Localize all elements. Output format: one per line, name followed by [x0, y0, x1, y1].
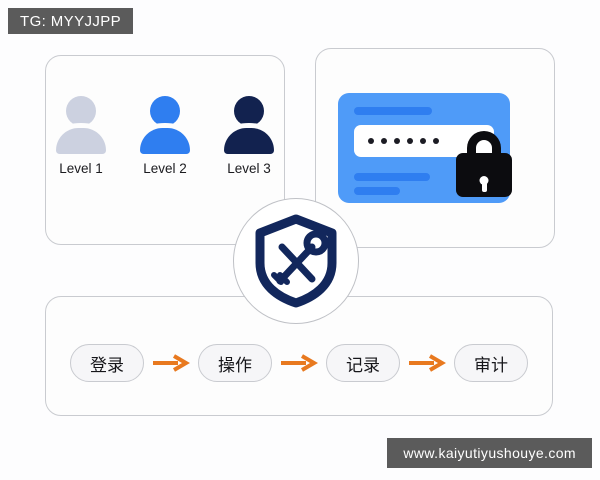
password-dot	[433, 138, 439, 144]
padlock-shackle	[467, 131, 501, 165]
avatar-label-level-1: Level 1	[59, 161, 103, 176]
arrow-right-icon	[281, 354, 318, 372]
avatar-label-level-3: Level 3	[227, 161, 271, 176]
flow-step-row: 登录 操作 记录 审计	[46, 343, 552, 383]
flow-step-record[interactable]: 记录	[326, 344, 400, 382]
padlock-keyhole	[479, 176, 489, 185]
arrow-right-icon	[409, 354, 446, 372]
avatar-body	[140, 128, 190, 154]
avatar-body	[56, 128, 106, 154]
padlock-icon	[456, 131, 512, 197]
tg-tag-badge: TG: MYYJJPP	[8, 8, 134, 34]
user-avatar-icon	[55, 96, 107, 154]
arrow-right-icon	[153, 354, 190, 372]
password-lock-card	[315, 48, 555, 248]
avatar-label-level-2: Level 2	[143, 161, 187, 176]
panel-bar-short	[354, 187, 400, 195]
user-levels-card: Level 1 Level 2 Level 3	[45, 55, 285, 245]
avatar-head	[234, 96, 264, 126]
password-dot	[407, 138, 413, 144]
user-avatar-icon	[223, 96, 275, 154]
flow-step-operation[interactable]: 操作	[198, 344, 272, 382]
avatar-head	[66, 96, 96, 126]
avatar-head	[150, 96, 180, 126]
avatar-item-level-2: Level 2	[134, 96, 196, 176]
avatar-item-level-3: Level 3	[218, 96, 280, 176]
password-illustration	[338, 93, 534, 203]
password-dot	[394, 138, 400, 144]
flow-step-login[interactable]: 登录	[70, 344, 144, 382]
panel-bar-long	[354, 173, 430, 181]
shield-key-icon	[255, 214, 337, 308]
user-avatar-icon	[139, 96, 191, 154]
password-dot	[381, 138, 387, 144]
avatar-row: Level 1 Level 2 Level 3	[46, 96, 284, 176]
avatar-item-level-1: Level 1	[50, 96, 112, 176]
shield-key-medallion	[233, 198, 359, 324]
password-dot	[420, 138, 426, 144]
panel-bar-top	[354, 107, 432, 115]
flow-step-audit[interactable]: 审计	[454, 344, 528, 382]
password-dot	[368, 138, 374, 144]
avatar-body	[224, 128, 274, 154]
padlock-body	[456, 153, 512, 197]
site-watermark-badge: www.kaiyutiyushouye.com	[387, 438, 592, 468]
